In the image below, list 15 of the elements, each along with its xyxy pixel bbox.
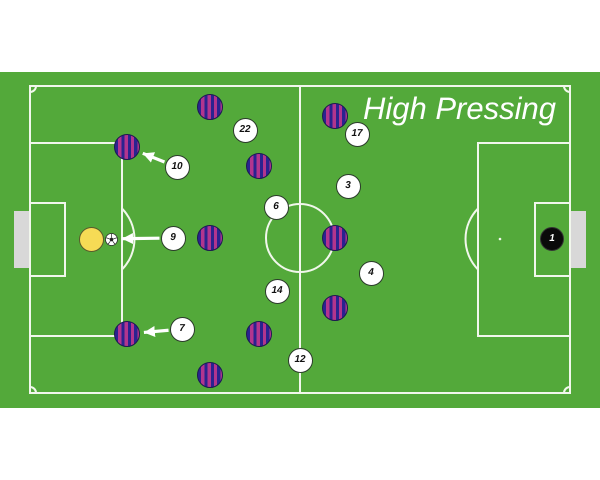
arrow	[144, 326, 169, 337]
arrow	[122, 233, 160, 244]
player-number: 22	[239, 125, 251, 135]
player-number: 17	[351, 129, 363, 139]
arrow	[142, 152, 166, 164]
player-number: 4	[368, 268, 374, 278]
player-number: 6	[273, 202, 279, 212]
player-number: 7	[179, 324, 185, 334]
diagram-title: High Pressing	[363, 93, 556, 124]
player-number: 12	[294, 355, 306, 365]
player-number: 9	[170, 233, 176, 243]
player-number: 1	[549, 234, 555, 244]
player-number: 3	[345, 181, 351, 191]
player-number: 10	[171, 162, 183, 172]
player-number: 14	[271, 286, 283, 296]
